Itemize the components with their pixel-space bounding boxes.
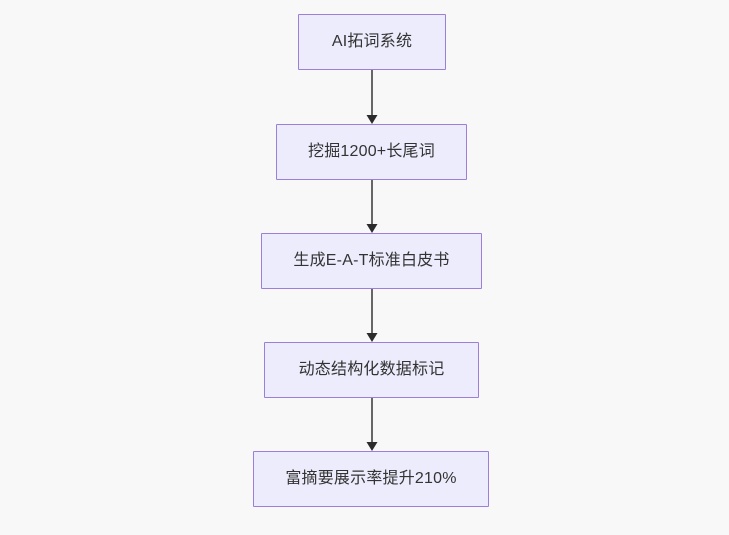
flowchart-node-mine-longtail-keywords[interactable]: 挖掘1200+长尾词 (276, 124, 467, 180)
flowchart-node-ai-keyword-system[interactable]: AI拓词系统 (298, 14, 446, 70)
flowchart-node-label: 富摘要展示率提升210% (285, 470, 457, 488)
flowchart-node-label: 动态结构化数据标记 (298, 361, 445, 379)
flowchart-node-label: AI拓词系统 (331, 33, 413, 51)
flowchart-node-dynamic-structured-data-markup[interactable]: 动态结构化数据标记 (264, 342, 479, 398)
flowchart-node-label: 挖掘1200+长尾词 (308, 143, 435, 161)
arrow-connector-4 (366, 398, 378, 451)
arrow-connector-1 (366, 70, 378, 124)
flowchart-node-rich-snippet-impression-uplift[interactable]: 富摘要展示率提升210% (253, 451, 489, 507)
flowchart-node-generate-eat-whitepaper[interactable]: 生成E-A-T标准白皮书 (261, 233, 482, 289)
arrow-connector-3 (366, 289, 378, 342)
arrow-connector-2 (366, 180, 378, 233)
flowchart-node-label: 生成E-A-T标准白皮书 (293, 252, 450, 270)
